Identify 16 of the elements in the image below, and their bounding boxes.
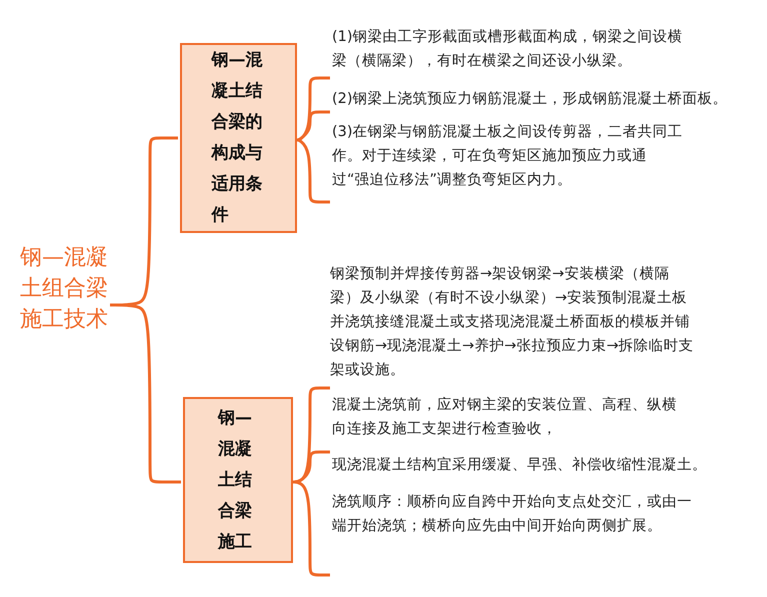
detail-text: (1)钢梁由工字形截面或槽形截面构成，钢梁之间设横梁（横隔梁），有时在横梁之间还设小纵梁。 — [332, 25, 684, 73]
bracket-connector — [296, 110, 330, 142]
bracket-connector — [292, 480, 330, 576]
topic-title: 钢—混凝土结合梁施工 — [218, 406, 253, 554]
detail-text: (3)在钢梁与钢筋混凝土板之间设传剪器，二者共同工作。对于连续梁，可在负弯矩区施加预应力或通过“强迫位移法”调整负弯矩区内力。 — [332, 120, 684, 192]
bracket-connector — [110, 304, 181, 484]
detail-text: 混凝土浇筑前，应对钢主梁的安装位置、高程、纵横向连接及施工支架进行检查验收， — [332, 393, 677, 441]
topic-box — [180, 43, 297, 233]
process-note: 钢梁预制并焊接传剪器→架设钢梁→安装横梁（横隔梁）及小纵梁（有时不设小纵梁）→安装预制混凝土板并浇筑接缝混凝土或支搭现浇混凝土桥面板的模板并铺设钢筋→现浇混凝土→养护→张拉预应力束→拆除临时支架或设施。 — [330, 264, 695, 380]
central-topic: 钢—混凝土组合梁施工技术 — [20, 242, 110, 335]
bracket-connector — [296, 138, 330, 204]
topic-box — [183, 397, 293, 563]
detail-text: 浇筑顺序：顺桥向应自跨中开始向支点处交汇，或由一端开始浇筑；横桥向应先由中间开始向两侧扩展。 — [332, 490, 692, 538]
detail-text: (2)钢梁上浇筑预应力钢筋混凝土，形成钢筋混凝土桥面板。 — [332, 87, 762, 111]
detail-text: 现浇混凝土结构宜采用缓凝、早强、补偿收缩性混凝土。 — [332, 453, 762, 477]
topic-title: 钢—混凝土结合梁的构成与适用条件 — [212, 49, 264, 227]
